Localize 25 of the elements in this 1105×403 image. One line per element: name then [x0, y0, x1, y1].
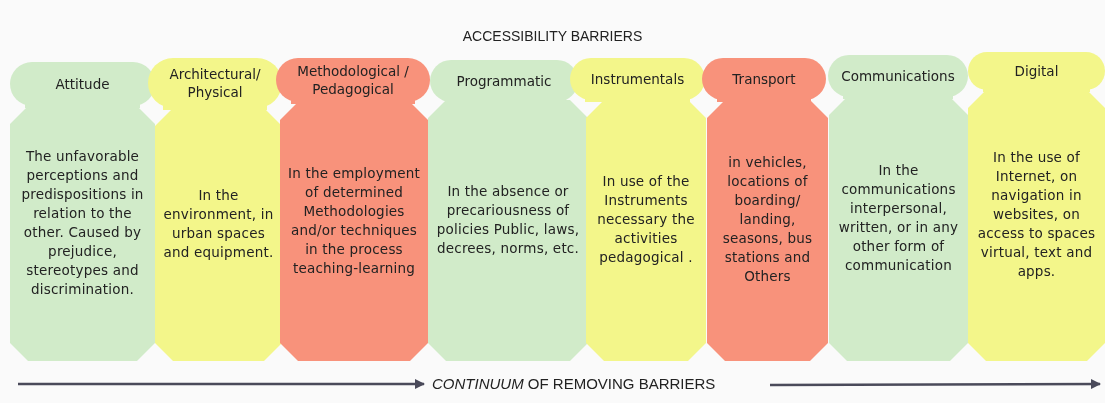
barrier-column	[702, 58, 828, 361]
column-description: In use of the Instruments necessary the activities pedagogical .	[596, 172, 696, 267]
diagram-title: ACCESSIBILITY BARRIERS	[461, 28, 644, 44]
column-heading: Programmatic	[456, 72, 552, 90]
column-heading: Communications	[841, 67, 955, 85]
barrier-column	[968, 52, 1105, 361]
barrier-column	[828, 55, 968, 361]
barrier-column	[10, 62, 155, 361]
column-description: In the employment of determined Methodologies and/or techniques in the process teaching-learning	[287, 163, 421, 278]
column-heading: Digital	[1014, 62, 1059, 80]
column-heading: Transport	[732, 70, 796, 88]
column-description: In the absence or precariousness of policies Public, laws, decrees, norms, etc.	[435, 181, 581, 258]
column-description: The unfavorable perceptions and predispositions in relation to the other. Caused by prejudice, stereotypes and discrimination.	[20, 146, 145, 299]
column-description: in vehicles, locations of boarding/ landing, seasons, bus stations and Others	[721, 153, 814, 286]
column-heading: Attitude	[55, 75, 110, 93]
barrier-column	[276, 58, 430, 361]
column-heading: Methodological / Pedagogical	[296, 62, 410, 98]
column-heading: Instrumentals	[590, 70, 685, 88]
column-description: In the use of Internet, on navigation in websites, on access to spaces virtual, text and apps.	[976, 148, 1097, 281]
axis-label: CONTINUUM OF REMOVING BARRIERS	[432, 375, 716, 392]
barrier-column	[428, 60, 588, 361]
column-heading: Architectural/ Physical	[168, 65, 262, 101]
column-description: In the communications interpersonal, written, or in any other form of communication	[837, 161, 960, 275]
barrier-column	[148, 58, 282, 361]
column-description: In the environment, in urban spaces and equipment.	[162, 185, 275, 262]
